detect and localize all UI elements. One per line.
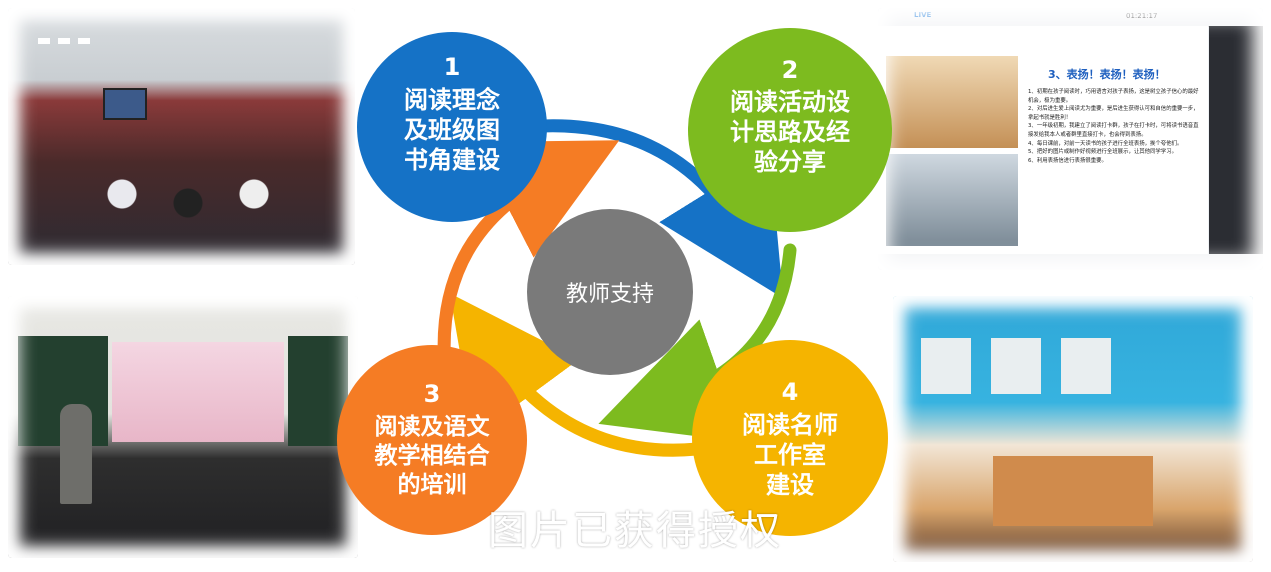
node-number: 3 xyxy=(424,380,441,408)
node-number: 2 xyxy=(782,56,799,84)
slide-heading: 3、表扬！表扬！表扬！ xyxy=(1048,68,1166,81)
slide-list: 1、初期在孩子阅读时，巧用语言对孩子表扬，这是树立孩子信心的最好机会，极为重要。… xyxy=(1028,88,1200,165)
shared-slide: 3、表扬！表扬！表扬！ 1、初期在孩子阅读时，巧用语言对孩子表扬，这是树立孩子信… xyxy=(878,26,1208,254)
photo-online-meeting: LIVE 01:21:17 3、表扬！表扬！表扬！ 1、初期在孩子阅读时，巧用语… xyxy=(878,8,1263,270)
node-line: 阅读名师 xyxy=(742,411,838,439)
node-line: 及班级图 xyxy=(404,116,500,144)
center-label: 教师支持 xyxy=(566,282,654,307)
center-circle xyxy=(527,209,693,375)
slide-list-item: 4、每日课前，对前一天读书的孩子进行全班表扬，挨个夸他们。 xyxy=(1028,140,1183,147)
node-line: 验分享 xyxy=(754,148,826,176)
participant-panel xyxy=(1209,26,1263,254)
projection-screen xyxy=(112,342,284,442)
node-4: 4 阅读名师 工作室 建设 xyxy=(692,340,888,536)
audience xyxy=(78,158,298,248)
ceiling-lights xyxy=(38,38,50,44)
projector-screen xyxy=(103,88,147,120)
wall-art-1 xyxy=(921,338,971,394)
wall-art-2 xyxy=(991,338,1041,394)
photo-classroom-meeting xyxy=(8,8,355,265)
node-line: 工作室 xyxy=(754,441,826,469)
photo-studio-meeting xyxy=(893,296,1253,562)
presenter xyxy=(60,404,92,504)
node-line: 阅读活动设 xyxy=(730,88,850,116)
slide-list-item: 6、利用表扬信进行表扬很重要。 xyxy=(1028,157,1107,164)
node-number: 4 xyxy=(782,378,799,406)
arrow-orange xyxy=(437,140,620,385)
node-2: 2 阅读活动设 计思路及经 验分享 xyxy=(688,28,892,232)
meeting-toolbar xyxy=(878,254,1263,270)
arrow-yellow xyxy=(449,293,727,457)
node-3: 3 阅读及语文 教学相结合 的培训 xyxy=(337,345,527,535)
wall-art-3 xyxy=(1061,338,1111,394)
slide-list-item: 3、一年级初期，我建立了阅读打卡群，孩子在打卡时，可将读书语音直接发给我本人或者… xyxy=(1028,123,1199,138)
node-line: 阅读及语文 xyxy=(375,413,491,440)
node-line: 计思路及经 xyxy=(730,118,850,146)
slide-photo-child-2 xyxy=(886,154,1018,246)
node-line: 建设 xyxy=(766,471,814,499)
watermark: 图片已获得授权 xyxy=(488,508,782,554)
slide-list-item: 5、把好的图片或制作好视频进行全班展示，让其他同学学习。 xyxy=(1028,149,1177,156)
node-line: 阅读理念 xyxy=(404,86,500,114)
arrow-green xyxy=(598,243,797,443)
slide-list-item: 1、初期在孩子阅读时，巧用语言对孩子表扬，这是树立孩子信心的最好机会，极为重要。 xyxy=(1028,89,1199,104)
node-number: 1 xyxy=(444,53,461,81)
photo-training-lecture xyxy=(8,296,358,558)
node-1: 1 阅读理念 及班级图 书角建设 xyxy=(357,32,547,222)
slide-list-item: 2、对后进生爱上阅读尤为重要，是后进生获得认可和自信的重要一步，拿起书就是胜利！ xyxy=(1028,106,1199,121)
node-line: 书角建设 xyxy=(404,146,500,174)
node-line: 的培训 xyxy=(398,471,467,498)
live-badge: LIVE xyxy=(914,11,932,19)
meeting-time: 01:21:17 xyxy=(1126,12,1158,20)
meeting-table xyxy=(993,456,1153,526)
node-line: 教学相结合 xyxy=(375,442,491,469)
slide-photo-child-1 xyxy=(886,56,1018,148)
